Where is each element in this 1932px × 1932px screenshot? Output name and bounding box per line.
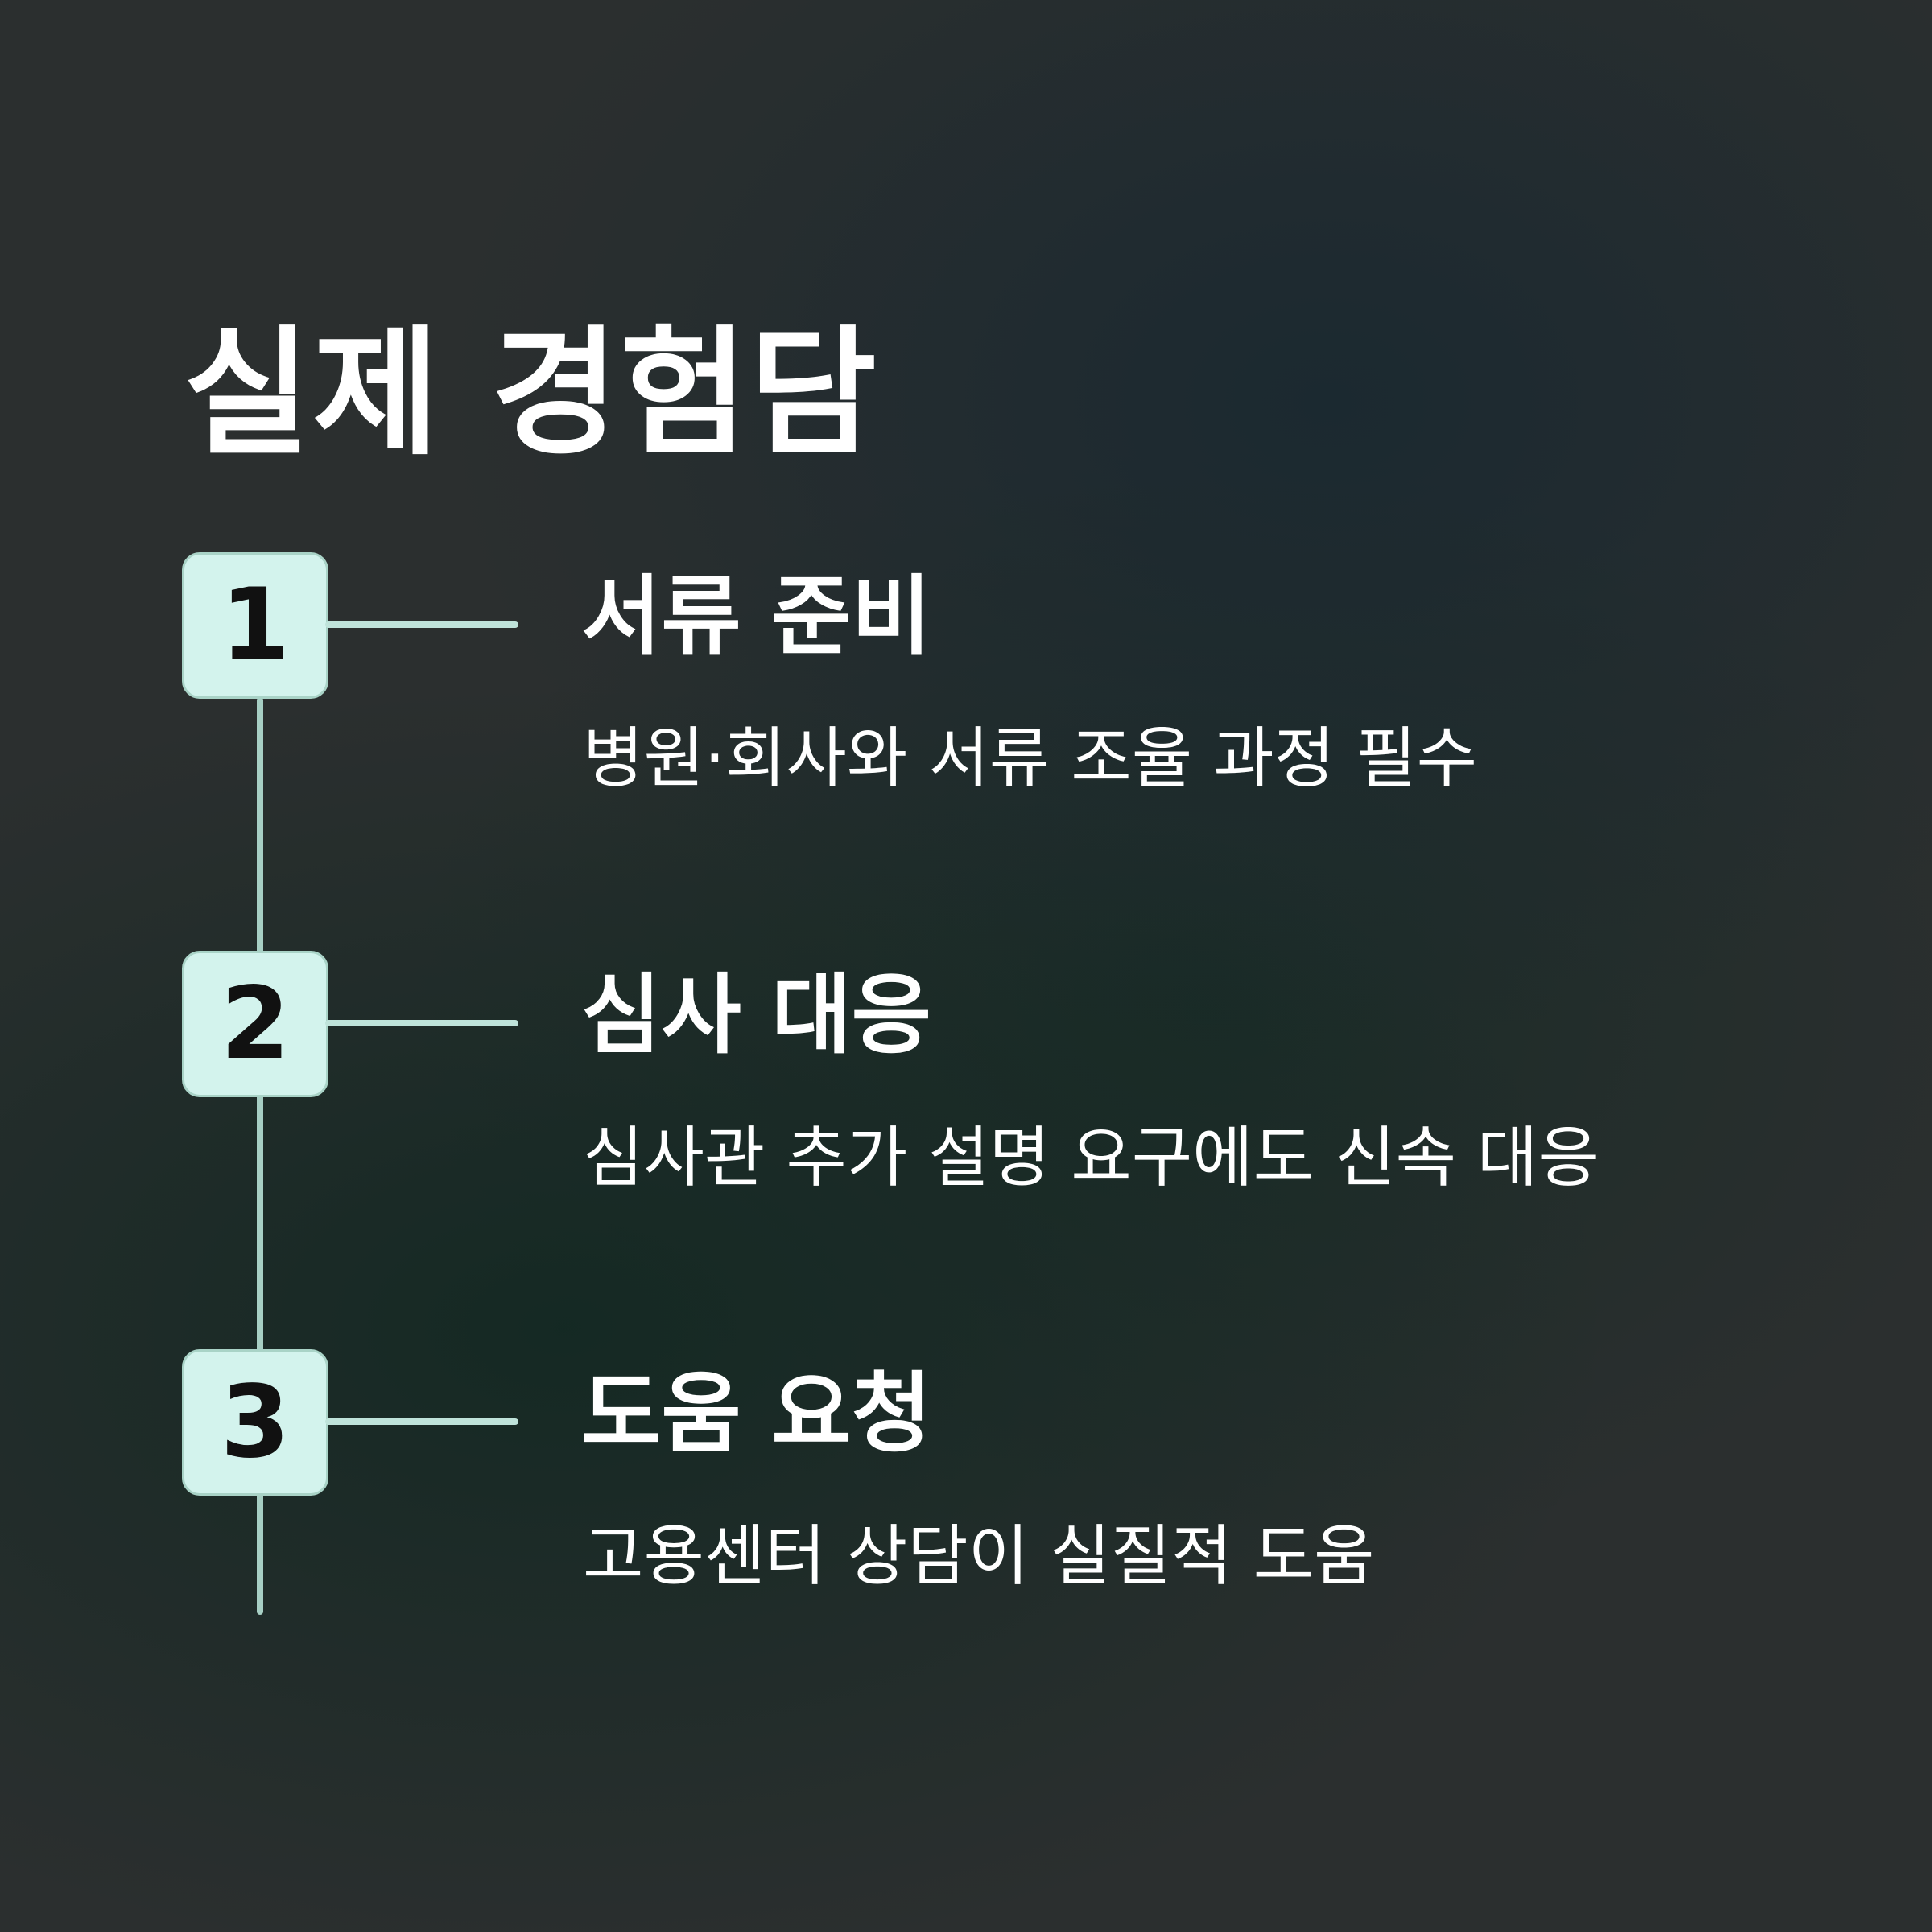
page-title: 실제 경험담 — [184, 312, 879, 474]
step-1-badge: 1 — [182, 552, 328, 699]
step-2-badge: 2 — [182, 951, 328, 1097]
step-1-title: 서류 준비 — [581, 567, 932, 667]
step-3-connector — [325, 1418, 518, 1425]
step-2-title: 심사 대응 — [581, 965, 932, 1066]
step-1-description: 병원·회사와 서류 조율 과정 필수 — [583, 720, 1478, 797]
step-1-connector — [325, 621, 518, 628]
timeline-line — [257, 697, 263, 1615]
step-3-title: 도움 요청 — [581, 1364, 932, 1464]
step-3-badge: 3 — [182, 1349, 328, 1496]
step-2-connector — [325, 1020, 518, 1026]
step-3-description: 고용센터 상담이 실질적 도움 — [583, 1518, 1375, 1595]
step-2-description: 심사관 추가 설명 요구에도 신속 대응 — [583, 1120, 1599, 1196]
